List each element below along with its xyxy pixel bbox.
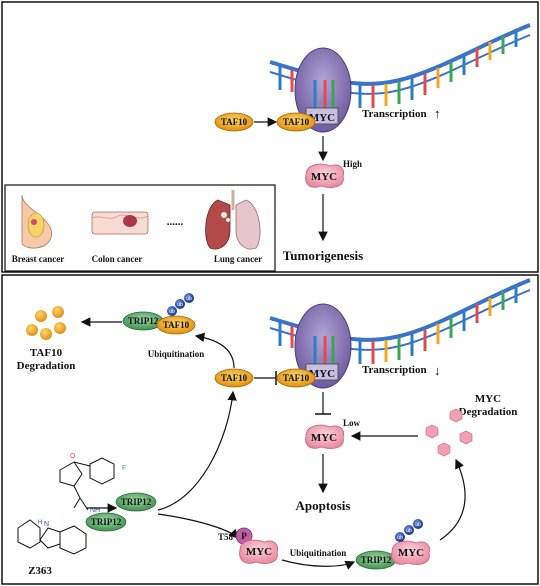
myc-protein-top — [305, 163, 345, 188]
t58-label: T58 — [218, 532, 234, 542]
myc-low-label: Low — [343, 418, 361, 428]
taf10-bound-label-top: TAF10 — [283, 117, 310, 127]
taf10-degradation-line2: Degradation — [17, 360, 76, 372]
myc-label-top: MYC — [311, 171, 337, 183]
trip12-top-label: TRIP12 — [128, 316, 159, 326]
ub-label-bottom-2: ub — [406, 528, 412, 534]
taf10-bound-top — [276, 112, 316, 132]
breast-cancer-label: Breast cancer — [12, 254, 65, 264]
taf10-mid-label: TAF10 — [221, 373, 248, 383]
trip12-b-label: TRIP12 — [91, 517, 122, 527]
compound-h-label: H — [38, 520, 42, 526]
breast-cancer-icon — [21, 194, 53, 249]
compound-nh-label: NH — [90, 507, 100, 514]
arrow-taf10-to-ubiquitination — [194, 332, 235, 369]
taf10-mid — [214, 368, 254, 388]
ub-chain-bottom: ub ub ub — [395, 519, 423, 542]
ub-chain-top: ub ub ub — [167, 293, 194, 316]
taf10-degradation-dots — [26, 306, 66, 340]
bottom-panel-frame — [1, 274, 539, 585]
compound-n-label: N — [44, 521, 49, 528]
myc-ub-label: MYC — [398, 547, 424, 559]
taf10-label-top: TAF10 — [221, 117, 248, 127]
ubiquitination-label-bottom: Ubiquitination — [290, 548, 347, 558]
arrow-to-myc-degradation — [439, 458, 466, 541]
trip12-bottom-label: TRIP12 — [361, 555, 392, 565]
myc-degradation-line2: Degradation — [459, 406, 518, 418]
arrow-to-ubiquitination-bottom — [281, 559, 356, 570]
myc-degradation-hexagons — [425, 408, 473, 457]
ellipsis-dots: ...... — [167, 216, 184, 228]
transcription-up-arrow: ↑ — [434, 106, 441, 121]
taf10-bound-label-bottom: TAF10 — [283, 373, 310, 383]
transcription-label-bottom: Transcription — [362, 364, 427, 376]
taf10-ub-label: TAF10 — [163, 320, 190, 330]
myc-high-label: High — [343, 159, 362, 169]
myc-degradation-line1: MYC — [475, 393, 501, 405]
myc-phospho-label: MYC — [246, 546, 272, 558]
trip12-a-label: TRIP12 — [121, 497, 152, 507]
compound-o-label: O — [70, 453, 76, 460]
taf10-protein-top — [214, 112, 254, 132]
myc-phosphorylated — [239, 539, 279, 564]
arrow-trip12-to-taf10 — [157, 390, 237, 511]
colon-cancer-icon — [91, 211, 149, 235]
taf10-degradation-line1: TAF10 — [30, 347, 63, 359]
ub-label-bottom-1: ub — [397, 535, 403, 541]
ub-label-top-1: ub — [169, 309, 175, 315]
ubiquitination-label-top: Ubiquitination — [148, 349, 205, 359]
taf10-bound-bottom — [276, 368, 316, 388]
transcription-label-top: Transcription — [362, 108, 427, 120]
tumorigenesis-label: Tumorigenesis — [283, 248, 363, 263]
arrow-trip12-to-myc — [157, 513, 239, 539]
colon-cancer-label: Colon cancer — [92, 254, 143, 264]
trip12-a — [115, 492, 157, 512]
myc-label-bottom: MYC — [311, 432, 337, 444]
lung-cancer-icon — [205, 190, 261, 250]
myc-complex-label-bottom: MYC — [309, 368, 335, 380]
taf10-ubiquitinated — [156, 315, 196, 335]
ub-label-top-3: ub — [186, 296, 192, 302]
ub-label-top-2: ub — [177, 302, 183, 308]
transcription-down-arrow: ↓ — [434, 363, 441, 378]
compound-f-label: F — [122, 465, 126, 472]
myc-ubiquitinated — [391, 540, 431, 565]
phosphate-label: P — [241, 531, 247, 541]
trip12-b — [85, 512, 127, 532]
apoptosis-label: Apoptosis — [296, 498, 351, 513]
z363-structure — [17, 457, 115, 555]
lung-cancer-label: Lung cancer — [214, 254, 262, 264]
myc-complex-label-top: MYC — [309, 112, 335, 124]
myc-protein-bottom — [305, 424, 345, 449]
z363-label: Z363 — [28, 565, 52, 577]
ub-label-bottom-3: ub — [415, 522, 421, 528]
